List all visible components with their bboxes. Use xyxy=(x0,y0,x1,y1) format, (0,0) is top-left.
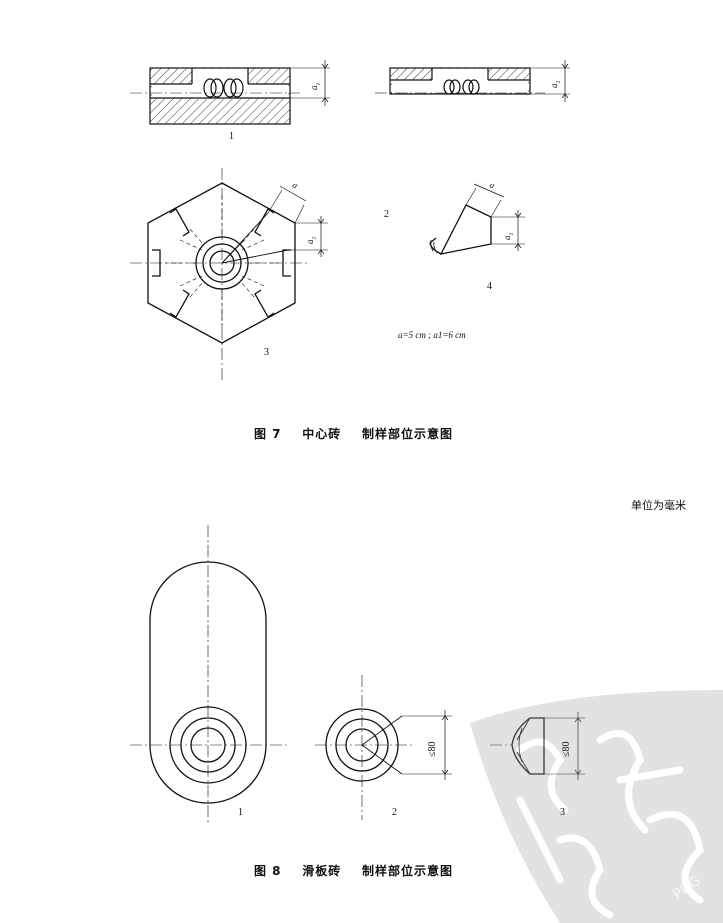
fig8-label-1: 1 xyxy=(238,807,243,818)
fig7-item2-section xyxy=(375,60,570,102)
fig8-item2-sample xyxy=(315,675,452,820)
fig7-caption: 图 7 中心砖 制样部位示意图 xyxy=(254,427,453,441)
fig7-label-1: 1 xyxy=(229,131,234,142)
fig7-item2-dim-a1: a1 xyxy=(549,80,562,89)
fig8-caption: 图 8 滑板砖 制样部位示意图 xyxy=(254,864,453,878)
fig8-label-3: 3 xyxy=(560,807,565,818)
watermark-seal xyxy=(470,690,723,923)
fig8-item3-piece xyxy=(490,712,585,780)
fig7-label-4: 4 xyxy=(487,281,492,292)
fig7-item4-sector xyxy=(429,183,525,255)
fig7-item1-dim-a1: a1 xyxy=(309,82,322,91)
fig7-item1-section xyxy=(130,60,330,125)
fig7-label-2: 2 xyxy=(384,209,389,220)
fig7-dimension-note: a=5 cm ; a1=6 cm xyxy=(398,330,466,340)
fig8-item1-plate xyxy=(130,525,290,825)
fig8-item3-dim-le80: ≤80 xyxy=(561,741,572,758)
fig7-item3-dim-a1: a1 xyxy=(305,236,318,245)
fig7-label-3: 3 xyxy=(264,347,269,358)
fig8-item2-dim-le80: ≤80 xyxy=(427,741,438,758)
fig7-item3-hexagon xyxy=(130,168,328,380)
fig7-item4-dim-a1: a1 xyxy=(502,232,515,241)
fig8-unit-note: 单位为毫米 xyxy=(631,499,686,512)
fig8-label-2: 2 xyxy=(392,807,397,818)
